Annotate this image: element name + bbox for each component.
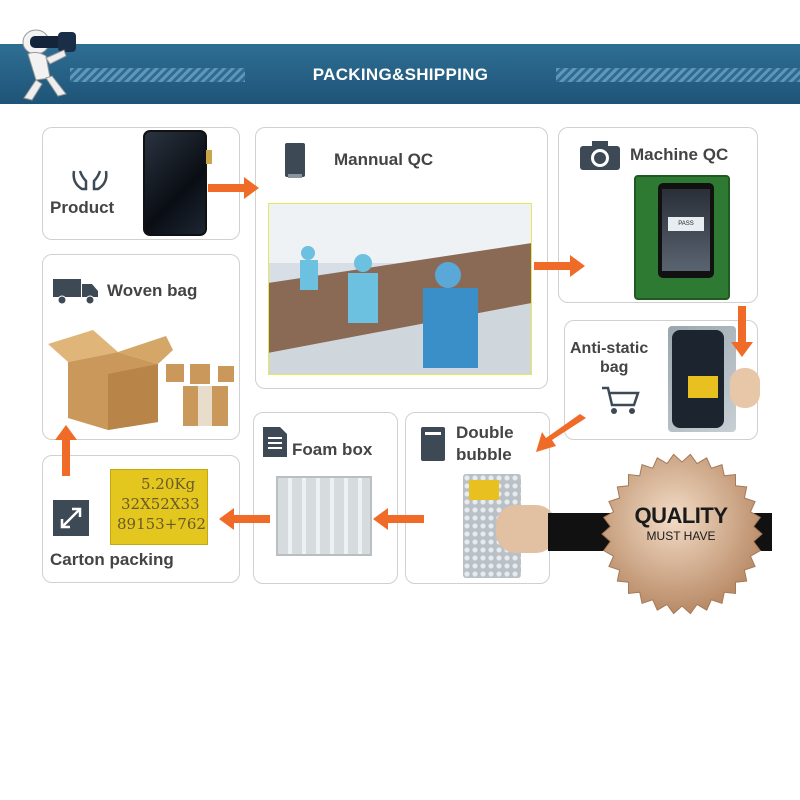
hand-holding-bag [730, 368, 760, 408]
test-screen-display: PASS [662, 189, 710, 271]
step-product-label: Product [50, 198, 115, 217]
clipboard-icon [285, 143, 305, 178]
cardboard-boxes-image [48, 330, 234, 430]
step-anti-static-label-line2: bag [600, 359, 629, 376]
carton-weight: 5.20Kg [141, 475, 196, 493]
test-board-image: PASS [634, 175, 730, 300]
expand-diagonal-icon [53, 500, 89, 536]
step-woven-bag-label: Woven bag [107, 281, 198, 300]
arrow-carton-to-woven-bag [55, 425, 77, 476]
factory-workers-photo [268, 203, 532, 375]
step-foam-box-label: Foam box [292, 440, 373, 459]
binocular-mascot-icon [22, 29, 76, 101]
book-icon [421, 427, 445, 461]
arrow-machine-to-anti-static [731, 306, 753, 357]
arrow-product-to-manual-qc [208, 177, 259, 199]
arrow-foam-box-to-carton [219, 508, 270, 530]
hand-holding-bubble [496, 505, 556, 553]
banner-stripes-left [70, 68, 245, 82]
step-manual-qc-label: Mannual QC [334, 150, 434, 169]
truck-icon [53, 279, 98, 305]
carton-code: 89153+762 [117, 515, 206, 533]
step-anti-static-label-line1: Anti-static [570, 340, 649, 357]
step-machine-qc-label: Machine QC [630, 145, 729, 164]
step-carton-packing-label: Carton packing [50, 550, 174, 569]
test-screen: PASS [658, 183, 714, 278]
arrow-anti-static-to-double-bubble [536, 414, 586, 452]
anti-static-bag-image [668, 326, 736, 432]
arrow-manual-to-machine-qc [534, 255, 585, 277]
arrow-double-bubble-to-foam-box [373, 508, 424, 530]
bubble-caution-label [469, 480, 499, 500]
seal-subtitle: MUST HAVE [646, 529, 716, 543]
banner-stripes-right [556, 68, 800, 82]
carton-label-image: 5.20Kg 32X52X33 89153+762 [110, 469, 208, 545]
hands-icon [72, 170, 108, 191]
shopping-cart-icon [602, 386, 640, 414]
page-title: PACKING&SHIPPING [312, 65, 489, 84]
carton-size: 32X52X33 [121, 495, 200, 513]
seal-title: QUALITY [634, 503, 728, 528]
quality-seal [601, 453, 763, 615]
caution-label [688, 376, 718, 398]
camera-icon [580, 141, 620, 170]
document-icon [263, 427, 287, 457]
header-banner: PACKING&SHIPPING [0, 44, 800, 104]
step-double-bubble-label-line2: bubble [456, 445, 512, 464]
step-double-bubble-label-line1: Double [456, 423, 514, 442]
phone-flex-cable [206, 150, 212, 164]
phone-screen-image [143, 130, 207, 236]
foam-box-image [276, 476, 372, 556]
pass-text: PASS [668, 217, 704, 231]
